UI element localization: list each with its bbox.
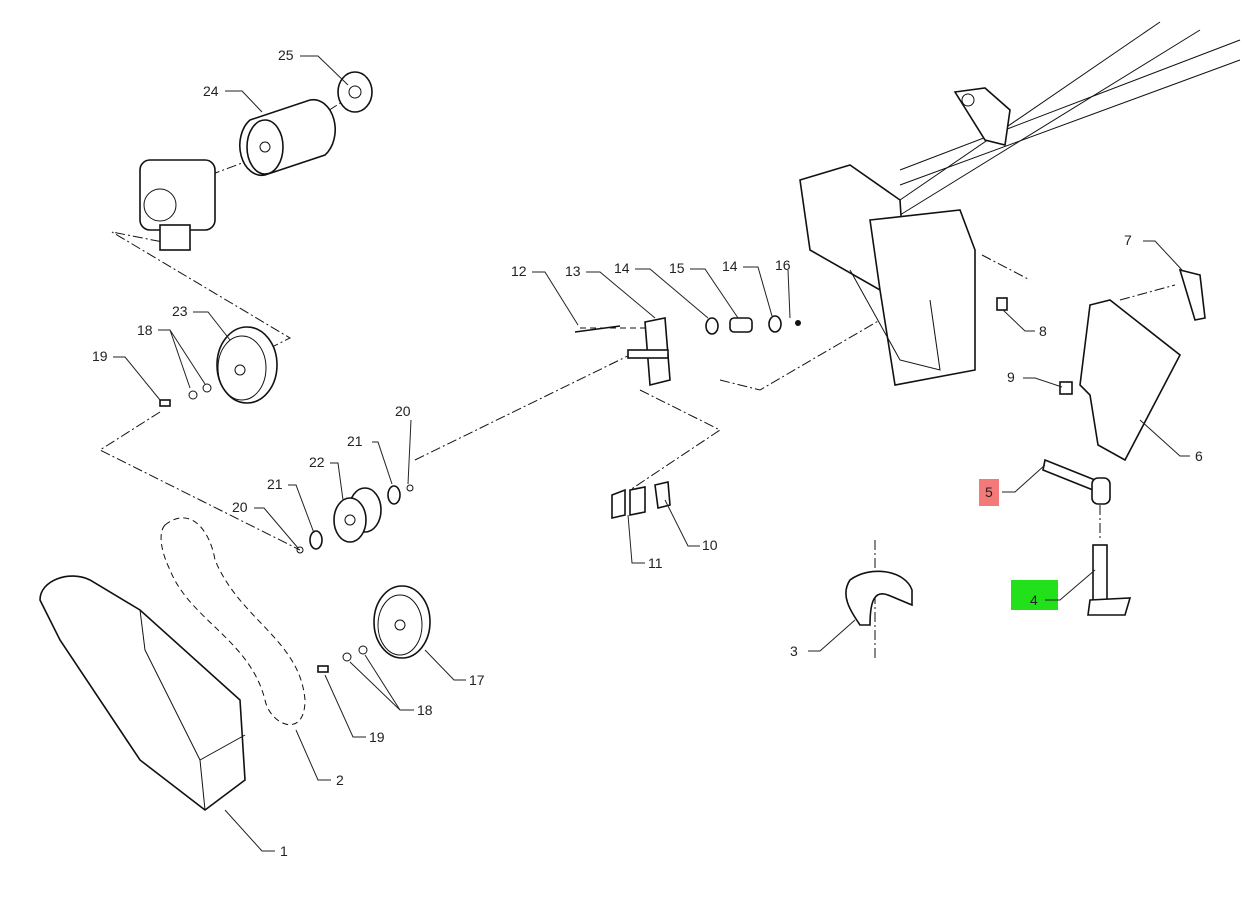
callout-18a: 18: [137, 322, 153, 338]
highlight-part-4: [1011, 580, 1058, 610]
callout-labels: 1 2 3 4 5 6 7 8 9 10 11 12 13 14 15 14 1…: [92, 47, 1203, 859]
callout-23: 23: [172, 303, 188, 319]
callout-24: 24: [203, 83, 219, 99]
part-6-plate: [1079, 299, 1182, 462]
callout-22: 22: [309, 454, 325, 470]
part-23-pulley: [159, 326, 278, 407]
assembly-lines: [98, 99, 1176, 660]
highlight-part-5: [979, 479, 999, 506]
callout-12: 12: [511, 263, 527, 279]
part-1-guard: [39, 575, 246, 812]
callout-2: 2: [336, 772, 344, 788]
callout-9: 9: [1007, 369, 1015, 385]
callout-8: 8: [1039, 323, 1047, 339]
part-7-8-9-clips: [996, 268, 1206, 395]
callout-17: 17: [469, 672, 485, 688]
callout-14b: 14: [722, 258, 738, 274]
part-10-11-brackets: [611, 481, 671, 520]
callout-1: 1: [280, 843, 288, 859]
part-3-cup: [845, 570, 913, 626]
leader-lines: [113, 55, 1190, 852]
part-17-pulley: [317, 585, 431, 673]
gearbox: [139, 159, 216, 251]
callout-20b: 20: [232, 499, 248, 515]
callout-19b: 19: [369, 729, 385, 745]
part-5-bracket: [1042, 458, 1111, 505]
callout-21a: 21: [347, 433, 363, 449]
callout-6: 6: [1195, 448, 1203, 464]
callout-13: 13: [565, 263, 581, 279]
callout-5: 5: [985, 484, 993, 500]
callout-14a: 14: [614, 260, 630, 276]
callout-16: 16: [775, 257, 791, 273]
callout-4: 4: [1030, 592, 1038, 608]
callout-20a: 20: [395, 403, 411, 419]
callout-21b: 21: [267, 476, 283, 492]
part-12-to-16-linkage: [574, 315, 801, 387]
callout-15: 15: [669, 260, 685, 276]
boom-frame: [799, 21, 1241, 386]
callout-3: 3: [790, 643, 798, 659]
part-24-cylinder: [239, 98, 336, 177]
callout-18b: 18: [417, 702, 433, 718]
callout-11: 11: [648, 555, 663, 571]
callout-19a: 19: [92, 348, 108, 364]
callout-7: 7: [1124, 232, 1132, 248]
callout-25: 25: [278, 47, 294, 63]
part-25-flange: [337, 71, 373, 113]
part-22-idler: [296, 484, 414, 554]
part-4-pin: [1087, 544, 1132, 616]
callout-10: 10: [702, 537, 718, 553]
